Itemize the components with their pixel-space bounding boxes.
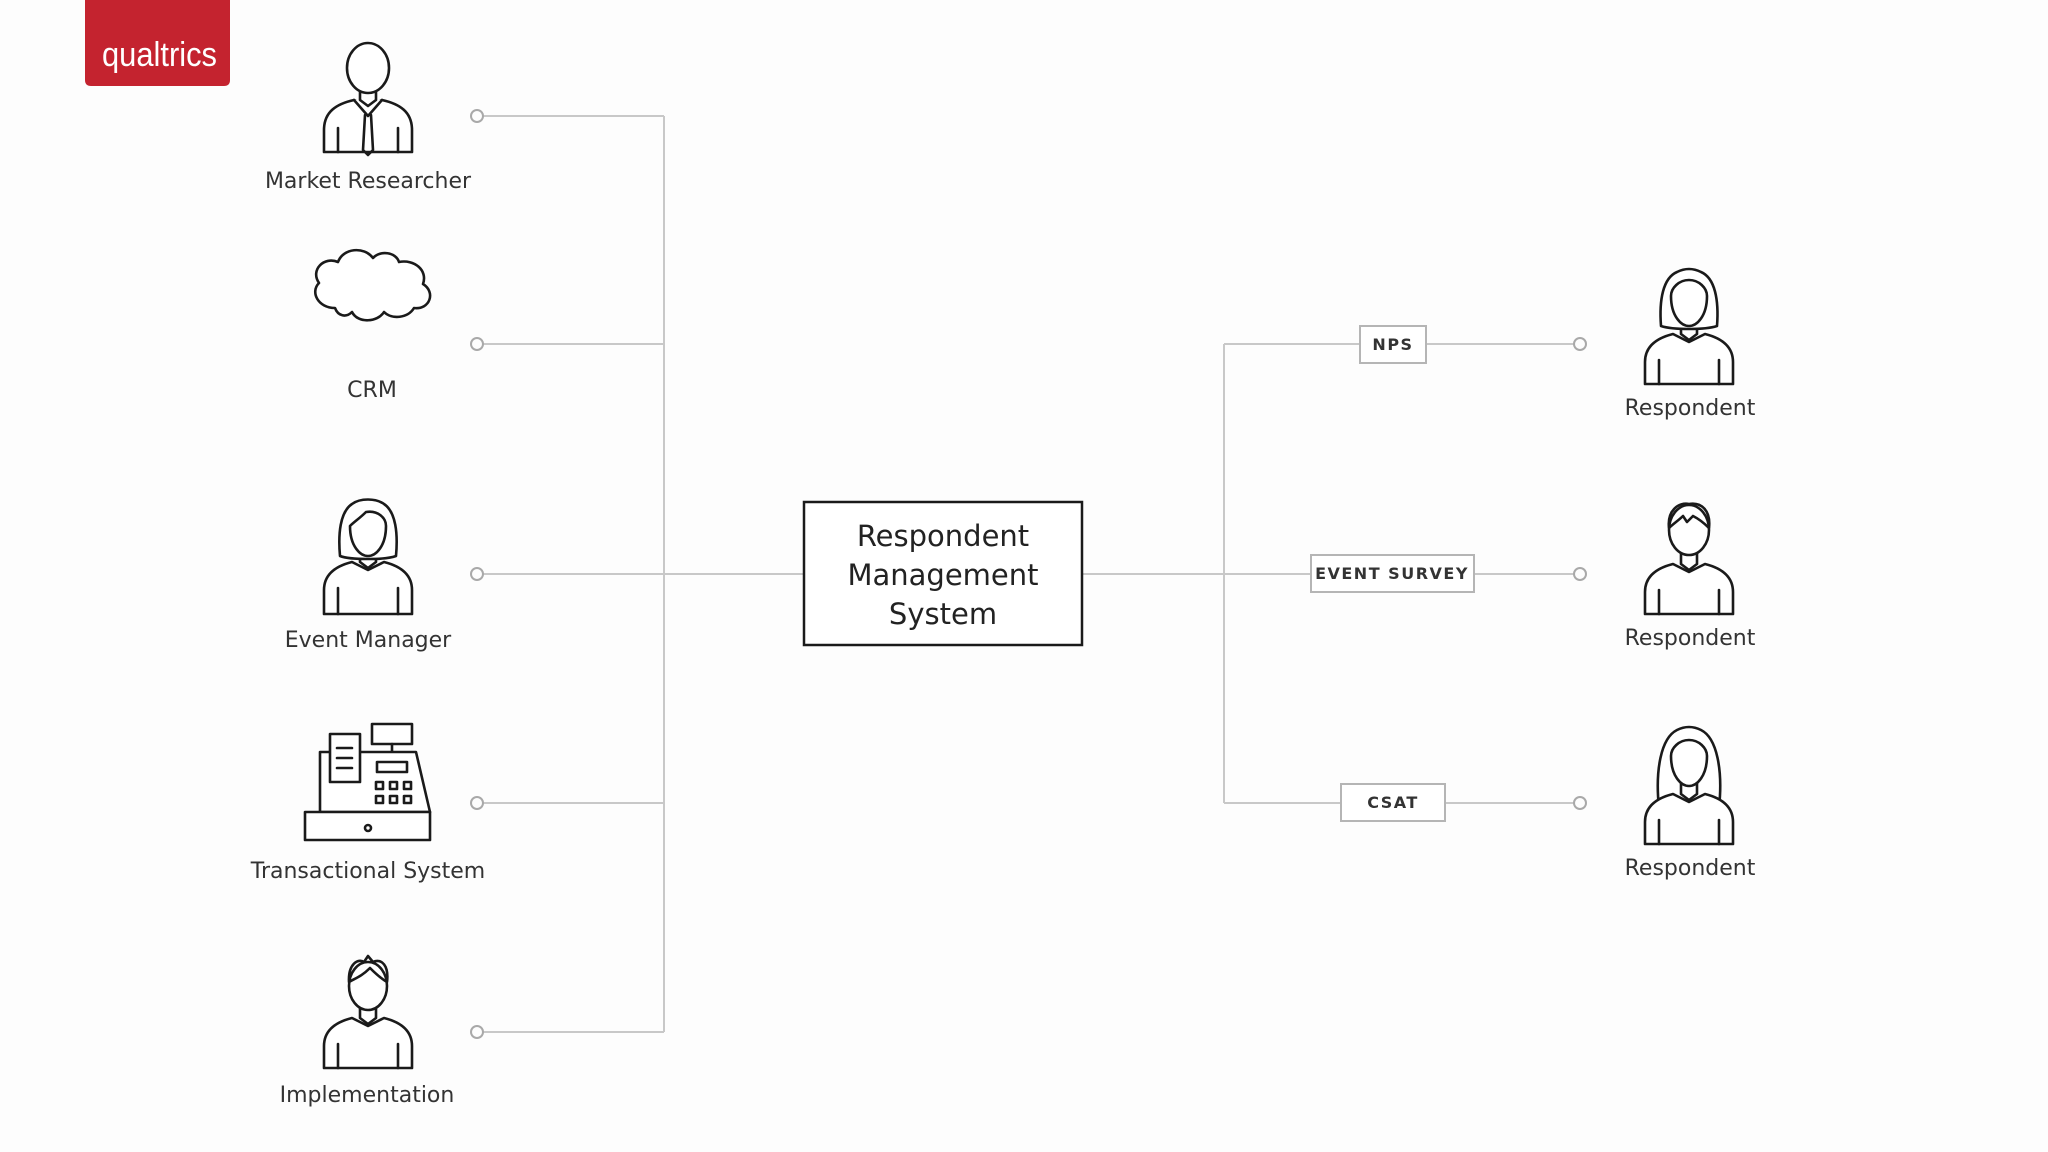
respondent-icon <box>1643 267 1735 386</box>
connector-dot <box>1573 796 1587 810</box>
connector-dot <box>470 109 484 123</box>
cash-register-icon <box>303 722 432 842</box>
source-label-transactional-system: Transactional System <box>250 859 485 884</box>
source-label-implementation: Implementation <box>280 1083 455 1108</box>
tag-event-survey: EVENT SURVEY <box>1310 554 1475 593</box>
respondent-label-1: Respondent <box>1625 396 1756 421</box>
respondent-label-3: Respondent <box>1625 856 1756 881</box>
logo-text: qualtrics <box>102 36 217 74</box>
connector-dot <box>470 337 484 351</box>
center-line-1: Respondent <box>857 519 1029 553</box>
tag-event-survey-label: EVENT SURVEY <box>1315 564 1469 583</box>
connector-dot <box>470 1025 484 1039</box>
center-line-2: Management <box>847 558 1038 592</box>
source-label-crm: CRM <box>347 378 397 403</box>
tag-nps: NPS <box>1359 325 1427 364</box>
connector-dot <box>1573 337 1587 351</box>
tag-nps-frame <box>1359 325 1427 364</box>
respondent-management-system-box: Respondent Management System <box>802 500 1084 647</box>
respondent-shirt <box>1643 332 1735 386</box>
respondent-icon <box>1643 725 1735 846</box>
market-researcher-icon <box>322 41 414 157</box>
implementation-person-icon <box>322 954 414 1070</box>
center-line-3: System <box>889 597 997 631</box>
source-label-event-manager: Event Manager <box>285 628 452 653</box>
respondent-icon <box>1643 502 1735 616</box>
left-connectors <box>470 109 804 1039</box>
center-box-frame <box>802 500 1084 647</box>
tag-nps-label: NPS <box>1372 335 1413 354</box>
connector-dot <box>470 567 484 581</box>
respondent-shirt <box>1643 792 1735 846</box>
source-label-market-researcher: Market Researcher <box>265 169 472 194</box>
respondent-label-2: Respondent <box>1625 626 1756 651</box>
tag-csat-label: CSAT <box>1367 793 1419 812</box>
logo-background <box>85 0 230 86</box>
event-manager-icon <box>322 498 414 616</box>
connector-dot <box>470 796 484 810</box>
respondent-shirt <box>1643 562 1735 616</box>
connector-dot <box>1573 567 1587 581</box>
qualtrics-logo: qualtrics <box>85 0 230 86</box>
cloud-icon <box>314 248 432 322</box>
tag-event-survey-frame <box>1310 554 1475 593</box>
tag-csat-frame <box>1340 783 1446 822</box>
tag-csat: CSAT <box>1340 783 1446 822</box>
